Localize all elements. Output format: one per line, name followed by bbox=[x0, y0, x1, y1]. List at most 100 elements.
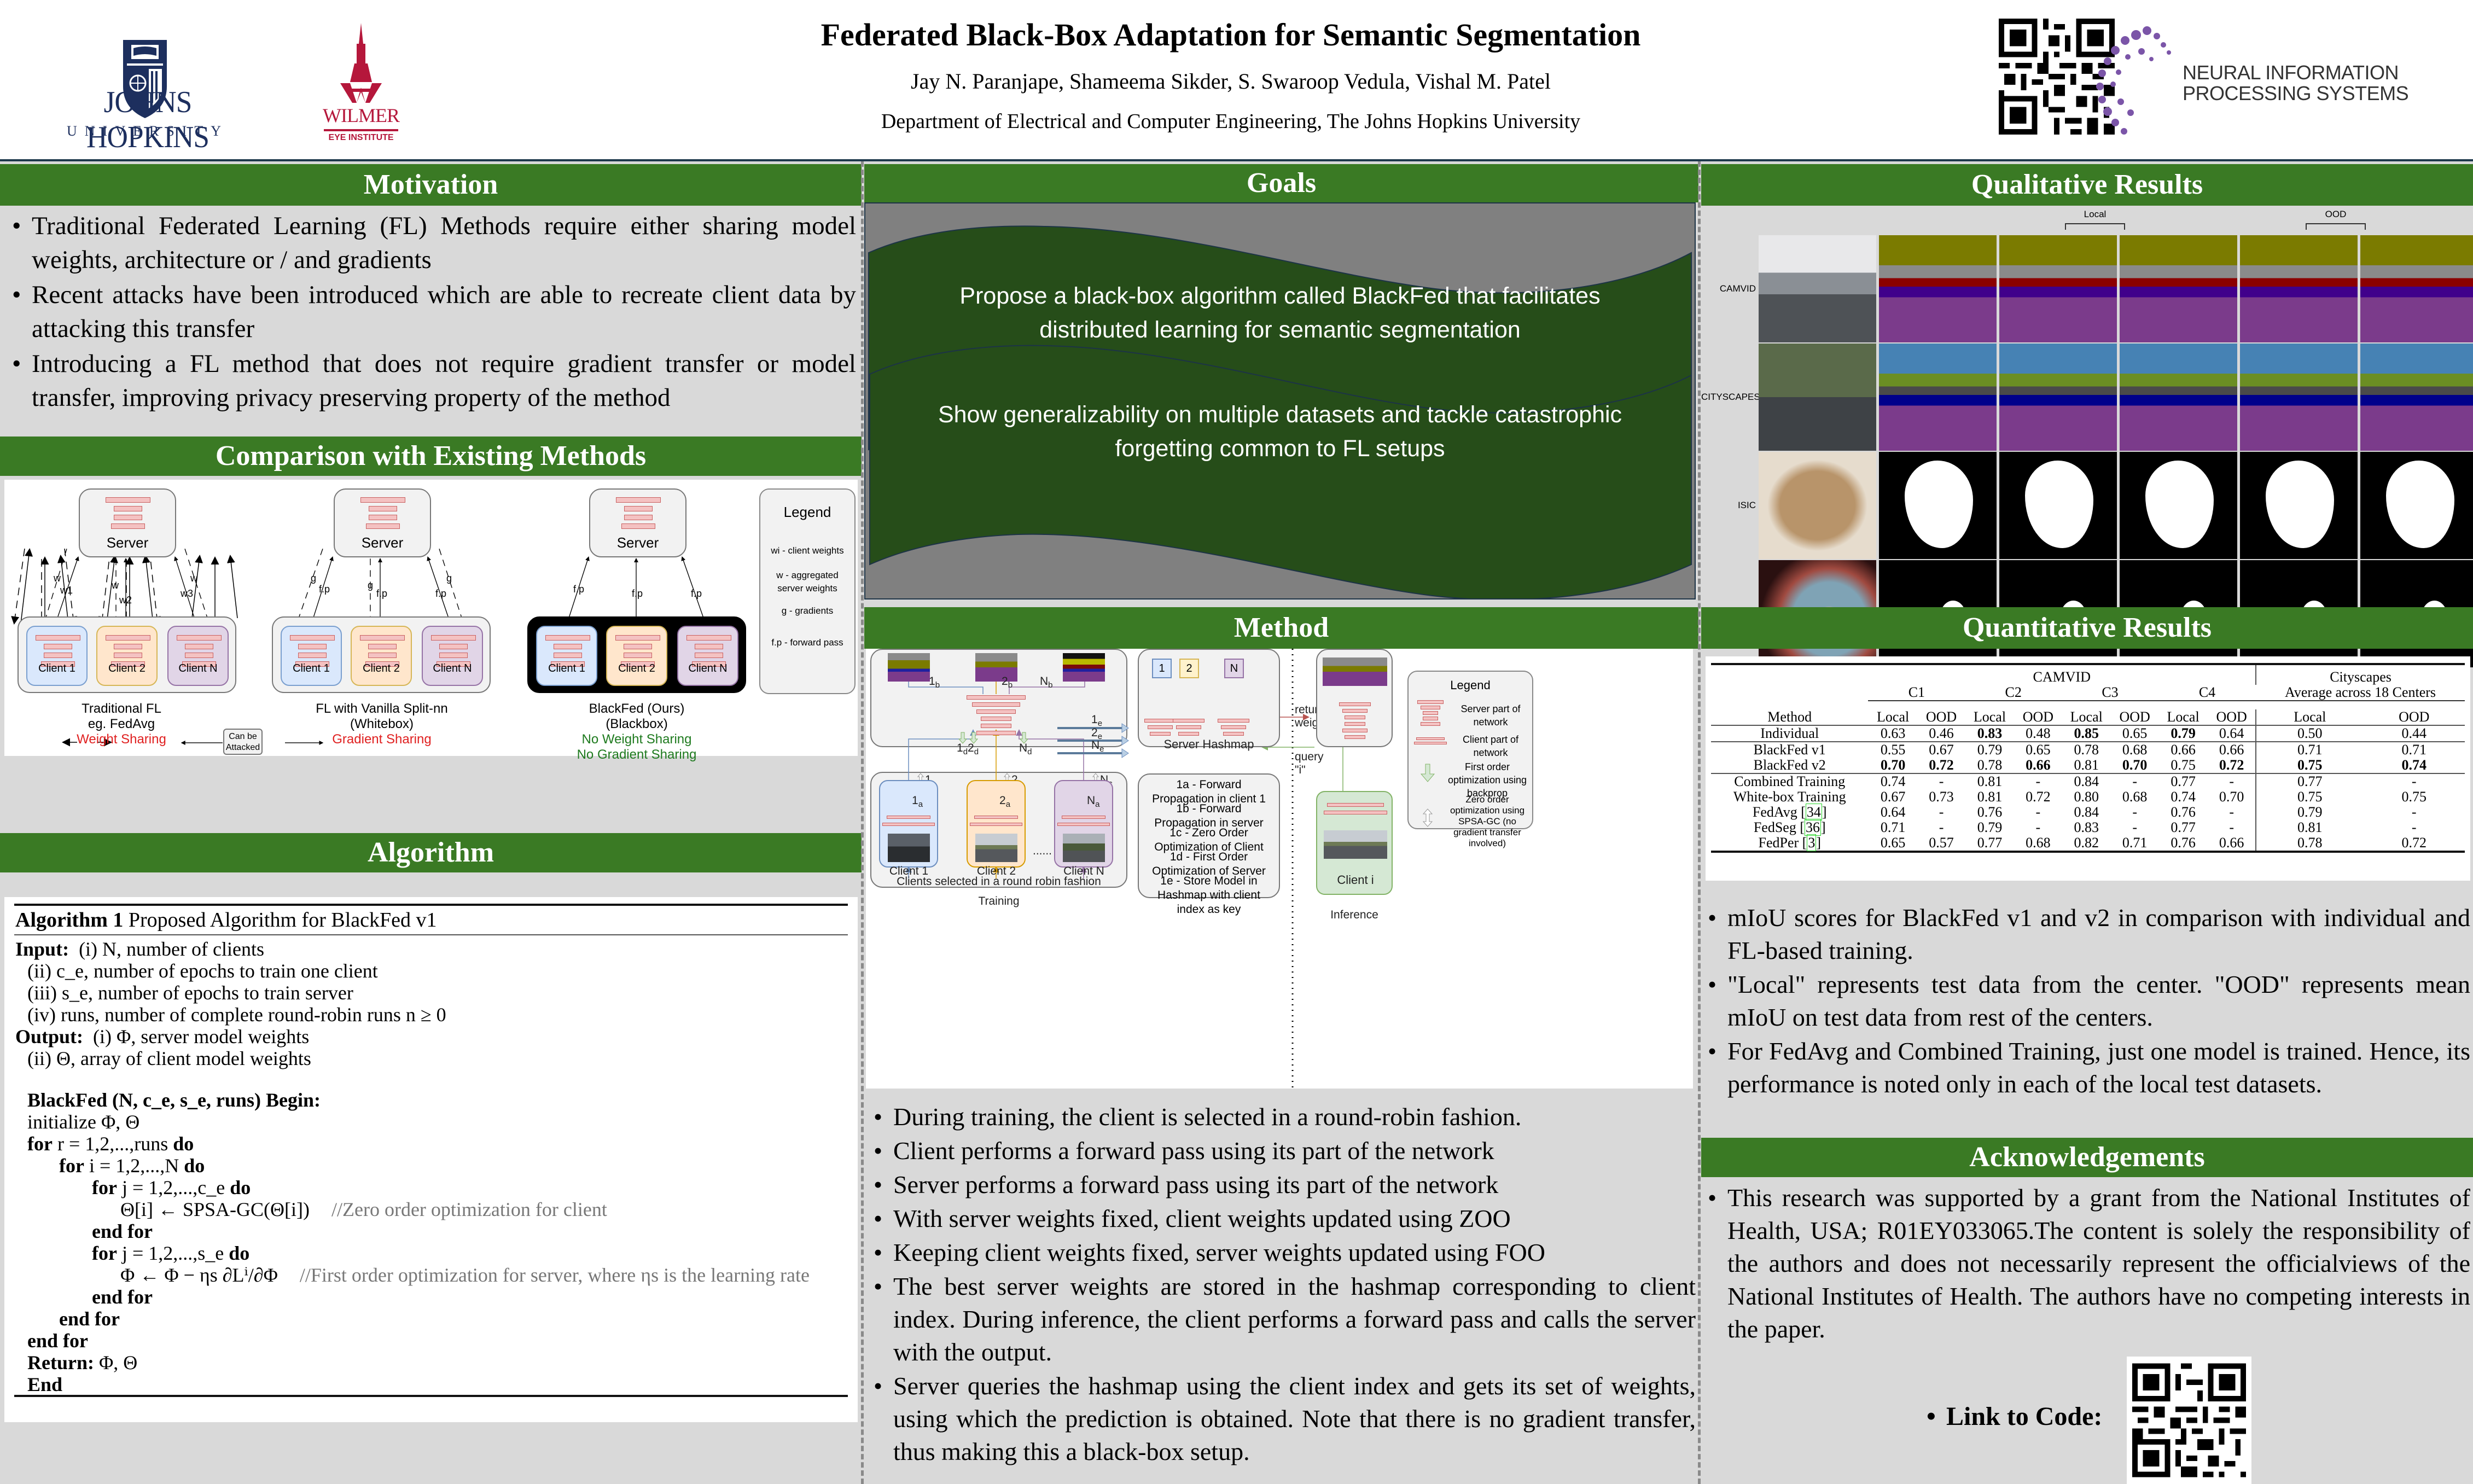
client-label: Client N bbox=[433, 662, 472, 674]
server-node-splitnn: Server bbox=[334, 488, 431, 557]
value-cell: 0.44 bbox=[2401, 725, 2427, 741]
affiliation: Department of Electrical and Computer En… bbox=[881, 110, 1581, 133]
algorithm-keyword: Return: bbox=[27, 1352, 94, 1374]
algorithm-line: for r = 1,2,...,runs do bbox=[27, 1132, 194, 1155]
arrow-label-2b: 2b bbox=[1002, 675, 1013, 690]
method-name: BlackFed v2 bbox=[1753, 757, 1826, 773]
qualitative-grid: LocalOODCAMVIDCITYSCAPESISICPOLYPGENImag… bbox=[1701, 202, 2473, 681]
method-legend: Legend Server part of network Client par… bbox=[1407, 671, 1533, 848]
algorithm-line: End bbox=[27, 1373, 62, 1396]
edge-label: w2 bbox=[119, 595, 132, 606]
algorithm-line: Θ[i] ← SPSA-GC(Θ[i])//Zero order optimiz… bbox=[120, 1198, 607, 1221]
client-group-traditional: Client 1 Client 2 Client N bbox=[18, 616, 236, 693]
citation-link[interactable]: 3 bbox=[1807, 834, 1817, 851]
segmentation-mask bbox=[1999, 344, 2117, 451]
method-cell: White-box Training bbox=[1711, 789, 1868, 805]
value-cell: 0.50 bbox=[2297, 725, 2323, 741]
qr-code-icon[interactable] bbox=[1999, 19, 2115, 135]
value-cell: 0.66 bbox=[2171, 742, 2196, 758]
algorithm-keyword: do bbox=[184, 1155, 205, 1177]
value-cell: - bbox=[2132, 773, 2137, 789]
center-header: C2 bbox=[1965, 685, 2062, 701]
method-bullets: During training, the client is selected … bbox=[867, 1101, 1696, 1469]
value-cell: 0.72 bbox=[2026, 789, 2051, 805]
author-list: Jay N. Paranjape, Shameema Sikder, S. Sw… bbox=[911, 69, 1551, 94]
segmentation-mask bbox=[2120, 235, 2237, 342]
client-node: Client 2 bbox=[351, 626, 412, 686]
label-num: 2 bbox=[1011, 773, 1018, 786]
method-cell: Combined Training bbox=[1711, 773, 1868, 789]
algorithm-line: end for bbox=[59, 1307, 120, 1330]
goal-banner-2 bbox=[869, 345, 1692, 598]
value-cell: - bbox=[2035, 804, 2041, 820]
value-cell: - bbox=[2411, 804, 2417, 820]
value-cell: 0.65 bbox=[2026, 742, 2051, 758]
client-2-photo bbox=[975, 834, 1017, 862]
citation-link[interactable]: 34 bbox=[1805, 804, 1822, 820]
comparison-arrows bbox=[11, 548, 238, 747]
value-cell: - bbox=[2035, 819, 2041, 835]
caption-line: BlackFed (Ours) bbox=[589, 701, 685, 716]
client-group-splitnn: Client 1 Client 2 Client N bbox=[272, 616, 491, 693]
results-table-box: CAMVID Cityscapes C1 C2 C3 C4 Average ac… bbox=[1706, 656, 2470, 881]
segmentation-mask bbox=[2360, 452, 2473, 559]
algorithm-keyword: End bbox=[27, 1374, 63, 1395]
lesion-mask bbox=[2025, 460, 2093, 549]
section-header-method: Method bbox=[864, 607, 1698, 649]
code-bullet: Link to Code: bbox=[1920, 1400, 2102, 1433]
motivation-bullets: Traditional Federated Learning (FL) Meth… bbox=[5, 209, 856, 416]
algo-input-line: (iv) runs, number of complete round-robi… bbox=[27, 1004, 446, 1026]
attack-line: Attacked bbox=[225, 743, 260, 752]
label-num: 1 bbox=[925, 773, 932, 786]
segmentation-mask bbox=[1879, 235, 1997, 342]
caption-blackfed: BlackFed (Ours) (Blackbox) No Weight Sha… bbox=[555, 701, 719, 763]
value-cell: - bbox=[2208, 805, 2257, 820]
value-cell: 0.73 bbox=[1929, 789, 1954, 805]
value-cell: 0.83 bbox=[2074, 819, 2099, 835]
algorithm-keyword: for bbox=[59, 1155, 84, 1177]
step-item: 1a - Forward Propagation in client 1 bbox=[1152, 778, 1266, 805]
value-cell: 0.67 bbox=[1929, 742, 1954, 758]
attack-line: Can be bbox=[229, 732, 257, 741]
value-cell: 0.67 bbox=[1880, 789, 1906, 805]
inference-server-box bbox=[1316, 649, 1393, 747]
client-i-label: Client i bbox=[1337, 873, 1374, 887]
training-caption: Training bbox=[978, 895, 1020, 907]
algo-input-line: (ii) c_e, number of epochs to train one … bbox=[27, 960, 378, 982]
code-qr-icon[interactable] bbox=[2127, 1357, 2251, 1484]
input-label: Input: bbox=[15, 938, 69, 960]
citation-link[interactable]: 36 bbox=[1804, 819, 1821, 836]
edge-label: f.p bbox=[573, 584, 585, 595]
algorithm-keyword: end for bbox=[59, 1308, 120, 1330]
algorithm-keyword: do bbox=[229, 1242, 250, 1264]
can-be-attacked-box: Can be Attacked bbox=[223, 729, 263, 755]
first-order-arrow-icon bbox=[1420, 764, 1435, 782]
edge-label: f.p bbox=[435, 588, 447, 599]
algorithm-keyword: end for bbox=[92, 1286, 153, 1308]
method-bullet: Keeping client weights fixed, server wei… bbox=[867, 1236, 1696, 1269]
value-cell: 0.75 bbox=[2401, 789, 2427, 805]
value-cell: 0.74 bbox=[2401, 757, 2427, 773]
algorithm-box: Algorithm 1 Proposed Algorithm for Black… bbox=[4, 897, 858, 1422]
wilmer-wordmark: WILMER bbox=[323, 104, 400, 126]
ood-column-header: OOD bbox=[2119, 709, 2150, 725]
poster-title: Federated Black-Box Adaptation for Seman… bbox=[821, 17, 1641, 53]
quantitative-bullet: "Local" represents test data from the ce… bbox=[1701, 968, 2470, 1034]
method-name: FedSeg bbox=[1753, 819, 1796, 835]
algorithm-statement: j = 1,2,...,c_e bbox=[117, 1177, 230, 1198]
value-cell: 0.46 bbox=[1929, 725, 1954, 741]
legend-item: server weights bbox=[777, 583, 837, 593]
edge-label: w bbox=[112, 580, 119, 591]
legend-client-part: Client part of network bbox=[1462, 734, 1519, 758]
value-cell: 0.77 bbox=[2171, 819, 2196, 835]
algorithm-statement: r = 1,2,...,runs bbox=[52, 1133, 173, 1155]
method-name: FedPer bbox=[1758, 835, 1799, 851]
label-num: 1 bbox=[929, 675, 935, 688]
motivation-bullet: Recent attacks have been introduced whic… bbox=[5, 278, 856, 346]
step-item: 1c - Zero Order Optimization of Client bbox=[1154, 827, 1264, 853]
client-1-photo bbox=[888, 834, 930, 862]
edge-label: w bbox=[54, 573, 61, 584]
method-cell: BlackFed v1 bbox=[1711, 742, 1868, 758]
